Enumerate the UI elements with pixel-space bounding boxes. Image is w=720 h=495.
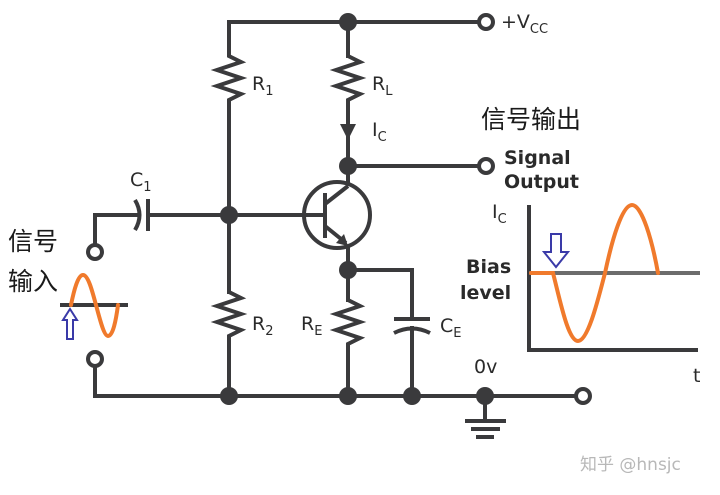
input-arrow-icon	[61, 307, 79, 340]
bias-label-line1: Bias	[466, 256, 511, 278]
npn-transistor-icon	[229, 166, 372, 270]
graph-y-label: IC	[492, 201, 507, 227]
signal-input-cn-line2: 输入	[8, 267, 58, 296]
signal-input-terminal-top	[86, 243, 104, 261]
ce-label: CE	[440, 315, 462, 341]
signal-input-cn-line1: 信号	[8, 227, 58, 256]
signal-input-terminal-bottom	[86, 350, 104, 368]
resistor-rl	[329, 54, 367, 104]
ic-arrow-icon	[340, 124, 356, 140]
ce-ground-junction	[403, 387, 421, 405]
ground-label: 0v	[474, 356, 497, 378]
ic-label: IC	[372, 119, 387, 145]
signal-output-terminal	[477, 157, 495, 175]
resistor-re	[329, 298, 367, 350]
signal-output-label-line1: Signal	[504, 147, 571, 169]
rl-label: RL	[372, 73, 393, 99]
re-ground-junction	[339, 387, 357, 405]
signal-output-label-line2: Output	[504, 171, 579, 193]
re-label: RE	[301, 313, 322, 339]
r2-label: R2	[252, 313, 273, 339]
resistor-r2	[210, 290, 248, 340]
output-graph	[527, 202, 700, 352]
signal-output-cn-label: 信号输出	[481, 105, 581, 134]
r2-ground-junction	[220, 387, 238, 405]
vcc-label: +VCC	[501, 11, 548, 37]
vcc-terminal	[477, 13, 495, 31]
vcc-rail	[227, 20, 486, 52]
watermark: 知乎 @hnsjc	[580, 455, 681, 475]
output-arrow-icon	[541, 233, 571, 269]
output-sine-wave	[529, 202, 660, 344]
graph-x-label: t	[693, 365, 700, 387]
resistor-r1	[210, 50, 248, 106]
ground-output-terminal	[574, 387, 592, 405]
r1-label: R1	[252, 73, 273, 99]
ground-icon	[465, 396, 506, 439]
c1-label: C1	[130, 169, 152, 195]
input-sine-wave	[69, 272, 120, 339]
bias-label-line2: level	[460, 282, 511, 304]
